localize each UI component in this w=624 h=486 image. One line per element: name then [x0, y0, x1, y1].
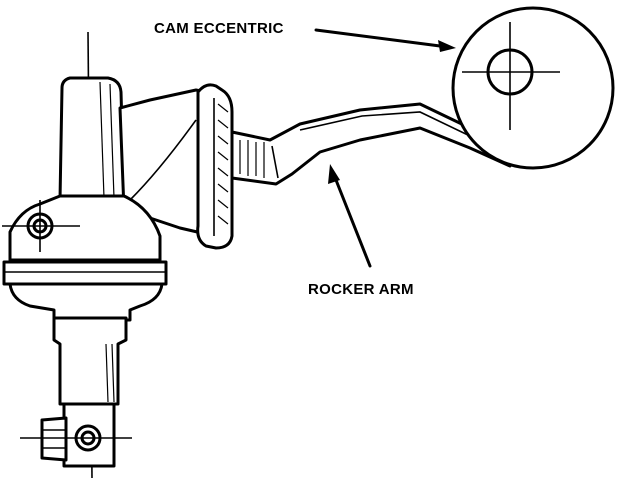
- cam-eccentric-circle: [451, 6, 615, 170]
- outlet-fitting-body: [62, 402, 116, 468]
- neck-contour: [129, 119, 197, 201]
- dome-shading: [99, 81, 105, 199]
- pump-upper-dome: [58, 76, 126, 202]
- flange-hatching: [217, 103, 229, 225]
- cam-eccentric-leader-arrowhead: [438, 40, 456, 52]
- cam-eccentric-label: CAM ECCENTRIC: [154, 20, 284, 37]
- rocker-arm-label: ROCKER ARM: [308, 281, 414, 298]
- pump-diaphragm-housing: [8, 194, 162, 262]
- lower-housing: [8, 282, 164, 322]
- dome-shading-2: [109, 83, 115, 199]
- rocker-arm-leader-arrowhead: [328, 164, 340, 184]
- rocker-arm-upper-edge: [299, 111, 471, 137]
- diaphragm-flange-ring: [2, 260, 168, 286]
- mounting-flange: [196, 83, 234, 250]
- lower-stem: [52, 316, 128, 406]
- cam-eccentric-leader-line: [314, 28, 442, 48]
- stem-shading: [105, 343, 109, 403]
- stem-shading-2: [111, 343, 115, 403]
- rocker-arm-pivot-edge: [271, 145, 279, 179]
- rocker-arm-hatching: [239, 140, 265, 178]
- outlet-nut: [40, 416, 68, 462]
- rocker-arm-leader-line: [334, 178, 372, 268]
